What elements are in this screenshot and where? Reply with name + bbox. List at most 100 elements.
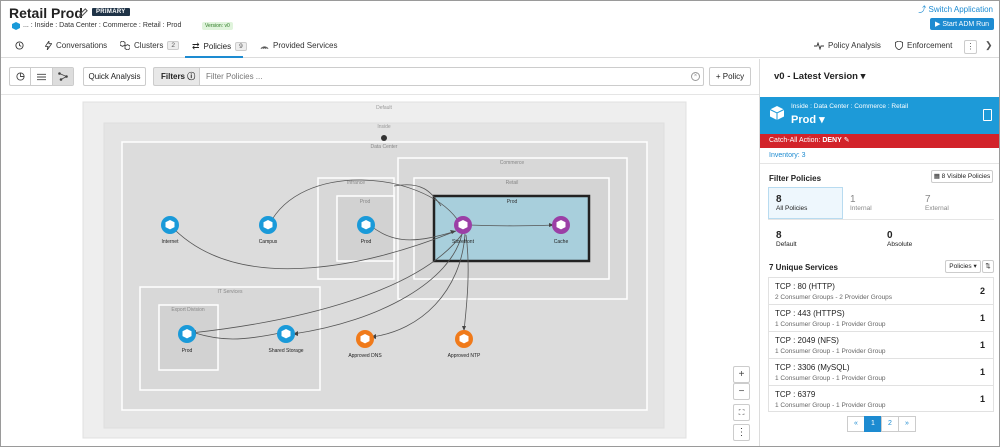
filters-label[interactable]: Filters ⓘ	[153, 67, 199, 86]
stat-external-number: 7	[925, 194, 931, 205]
tab-provided-services-label: Provided Services	[273, 41, 338, 50]
next-page-button[interactable]: »	[898, 416, 916, 432]
scope-commerce-label: Commerce	[500, 160, 525, 166]
node-approved-ntp[interactable]: Approved NTP	[448, 330, 481, 359]
node-prod-infra-label: Prod	[361, 239, 372, 245]
page-title: Retail Prod	[9, 5, 83, 21]
collapse-panel-icon[interactable]: ❯	[985, 40, 993, 50]
service-groups: 2 Consumer Groups - 2 Provider Groups	[775, 294, 893, 301]
list-item[interactable]: TCP : 3306 (MySQL) 1 Consumer Group - 1 …	[768, 358, 994, 385]
pulse-icon	[814, 41, 824, 50]
tab-provided-services[interactable]: Provided Services	[260, 41, 337, 50]
list-view-button[interactable]	[31, 68, 53, 85]
node-prod-export[interactable]: Prod	[178, 325, 196, 354]
divider	[768, 219, 994, 220]
scope-infra-prod-label: Prod	[360, 199, 371, 205]
pagination: « 1 2 »	[847, 416, 916, 432]
filter-policies-title: Filter Policies	[769, 174, 822, 183]
stat-all[interactable]: 8 All Policies	[776, 194, 807, 212]
list-item[interactable]: TCP : 443 (HTTPS) 1 Consumer Group - 1 P…	[768, 304, 994, 331]
zoom-in-button[interactable]: +	[733, 366, 750, 383]
node-internet[interactable]: Internet	[161, 216, 179, 245]
stat-internal[interactable]: 1 Internal	[850, 194, 872, 212]
page-1-button[interactable]: 1	[864, 416, 882, 432]
divider	[760, 163, 999, 164]
edit-icon[interactable]	[79, 8, 88, 17]
node-prod-infra[interactable]: Prod	[357, 216, 375, 245]
pie-icon	[16, 72, 25, 81]
policy-graph-canvas[interactable]: Default Inside Data Center Commerce Reta…	[1, 95, 759, 447]
list-item[interactable]: TCP : 2049 (NFS) 1 Consumer Group - 1 Pr…	[768, 331, 994, 358]
node-approved-dns[interactable]: Approved DNS	[348, 330, 382, 359]
lightning-icon	[45, 41, 52, 50]
inventory-link[interactable]: Inventory: 3	[769, 152, 806, 159]
cluster-icon	[120, 41, 130, 50]
list-item[interactable]: TCP : 6379 1 Consumer Group - 1 Provider…	[768, 385, 994, 412]
graph-icon	[58, 72, 68, 81]
tab-conversations-label: Conversations	[56, 41, 108, 50]
prev-page-button[interactable]: «	[847, 416, 865, 432]
zoom-out-button[interactable]: −	[733, 383, 750, 400]
clear-filter-icon[interactable]: ×	[691, 72, 700, 81]
scope-export-division-label: Export Division	[171, 307, 205, 313]
clusters-count: 2	[167, 41, 179, 50]
list-item[interactable]: TCP : 80 (HTTP) 2 Consumer Groups - 2 Pr…	[768, 277, 994, 304]
scope-name-dropdown[interactable]: Prod ▾	[791, 114, 825, 126]
more-options-button[interactable]: ⋮	[964, 40, 977, 54]
node-shared-storage[interactable]: Shared Storage	[268, 325, 304, 354]
stat-absolute[interactable]: 0 Absolute	[887, 230, 912, 248]
service-name: TCP : 443 (HTTPS)	[775, 309, 845, 318]
stat-internal-label: Internal	[850, 205, 872, 212]
stat-all-label: All Policies	[776, 205, 808, 212]
scope-header: Inside : Data Center : Commerce : Retail…	[760, 97, 999, 134]
add-policy-button[interactable]: + Policy	[709, 67, 751, 86]
primary-badge: PRIMARY	[92, 8, 130, 16]
view-toggle	[9, 67, 74, 86]
breadcrumb[interactable]: ... : Inside : Data Center : Commerce : …	[23, 22, 182, 29]
edit-catch-all-icon[interactable]: ✎	[843, 137, 850, 144]
visible-policies-button[interactable]: ▦ 8 Visible Policies	[931, 170, 993, 183]
scope-infra-label: Infrance	[347, 180, 365, 186]
tab-clusters[interactable]: Clusters 2	[120, 41, 179, 50]
stat-all-card[interactable]	[768, 187, 843, 219]
chart-view-button[interactable]	[10, 68, 32, 85]
tab-policies[interactable]: ⇄ Policies 9	[192, 41, 247, 52]
sort-button[interactable]: ⇅	[982, 260, 994, 273]
graph-view-button[interactable]	[52, 68, 73, 85]
unique-services-title: 7 Unique Services	[769, 263, 838, 272]
node-campus[interactable]: Campus	[259, 216, 278, 245]
start-adm-run-button[interactable]: ▶ Start ADM Run	[929, 18, 994, 30]
document-icon[interactable]	[983, 109, 992, 121]
scope-default-label: Default	[376, 105, 392, 111]
fit-screen-button[interactable]: ⛶	[733, 404, 750, 421]
stat-external-label: External	[925, 205, 949, 212]
node-approved-dns-label: Approved DNS	[348, 353, 382, 359]
list-icon	[36, 73, 46, 80]
service-groups: 1 Consumer Group - 1 Provider Group	[775, 348, 886, 355]
stat-external[interactable]: 7 External	[925, 194, 949, 212]
node-cache[interactable]: Cache	[552, 216, 570, 245]
tab-policy-analysis[interactable]: Policy Analysis	[814, 41, 881, 50]
tab-conversations[interactable]: Conversations	[45, 41, 107, 50]
page-2-button[interactable]: 2	[881, 416, 899, 432]
node-shared-storage-label: Shared Storage	[268, 348, 303, 354]
service-groups: 1 Consumer Group - 1 Provider Group	[775, 402, 886, 409]
switch-application-link[interactable]: ⤴ Switch Application	[918, 5, 993, 14]
node-cache-label: Cache	[554, 239, 569, 245]
version-selector[interactable]: v0 - Latest Version ▾	[774, 71, 866, 82]
stat-absolute-label: Absolute	[887, 241, 913, 248]
service-count: 1	[979, 367, 985, 377]
policies-dropdown[interactable]: Policies ▾	[945, 260, 981, 273]
policy-graph[interactable]: Default Inside Data Center Commerce Reta…	[1, 95, 759, 447]
graph-more-button[interactable]: ⋮	[733, 424, 750, 441]
tab-enforcement[interactable]: Enforcement	[895, 41, 952, 50]
tab-history[interactable]	[15, 41, 24, 50]
stat-default[interactable]: 8 Default	[776, 230, 797, 248]
service-name: TCP : 6379	[775, 390, 816, 399]
node-storefront[interactable]: Storefront	[452, 216, 475, 245]
service-count: 1	[979, 394, 985, 404]
node-prod-export-label: Prod	[182, 348, 193, 354]
quick-analysis-button[interactable]: Quick Analysis	[83, 67, 146, 86]
filter-policies-input[interactable]	[199, 67, 704, 86]
